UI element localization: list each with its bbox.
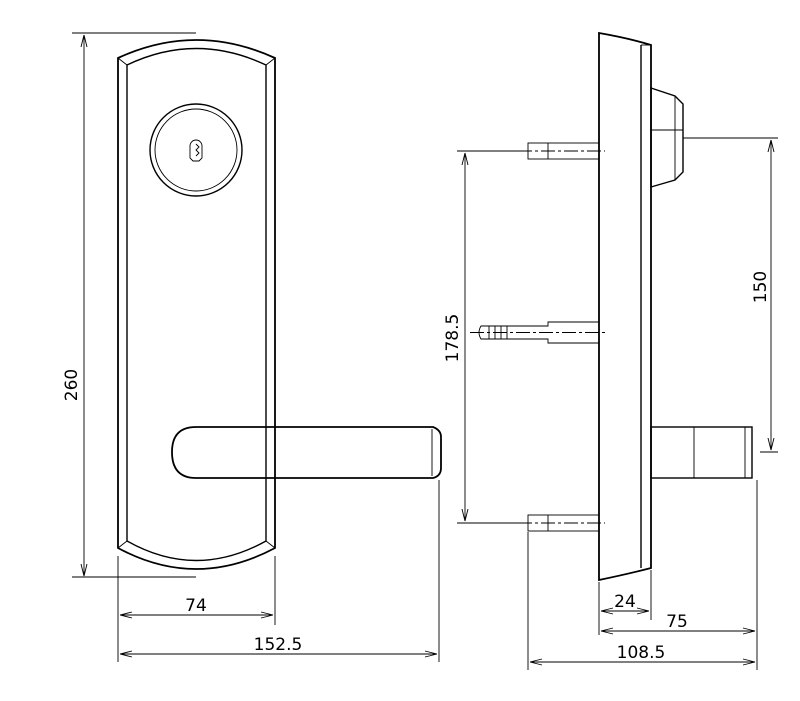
middle-spindle xyxy=(470,321,605,344)
dim-plate-width: 74 xyxy=(117,556,276,662)
escutcheon-plate-inner xyxy=(126,47,267,562)
bevel-corner-bl xyxy=(117,540,128,549)
dim-lever-offset-label: 150 xyxy=(751,271,771,303)
dim-height-label: 260 xyxy=(62,369,82,401)
dim-lever-offset: 150 xyxy=(683,137,778,453)
bevel-corner-tl xyxy=(117,57,128,66)
side-view: 178.5 150 24 75 xyxy=(443,31,778,670)
dim-plate-width-label: 74 xyxy=(185,596,207,616)
top-spindle xyxy=(518,142,605,160)
bevel-corner-br xyxy=(265,540,276,549)
lever-handle xyxy=(171,426,442,479)
dim-lever-projection-label: 75 xyxy=(666,612,688,632)
keyhole-icon xyxy=(189,139,203,162)
dim-overall-depth-label: 108.5 xyxy=(617,643,666,663)
dim-overall-width: 152.5 xyxy=(119,480,440,662)
dim-height: 260 xyxy=(62,32,196,578)
dim-spindle-span: 178.5 xyxy=(443,150,528,524)
side-lever xyxy=(650,426,753,479)
escutcheon-plate-outer xyxy=(117,39,276,570)
front-view: 260 74 152.5 xyxy=(62,32,442,662)
dim-spindle-span-label: 178.5 xyxy=(443,314,463,363)
dim-plate-thickness: 24 xyxy=(600,592,650,615)
dim-plate-thickness-label: 24 xyxy=(614,592,636,612)
dim-lever-projection: 75 xyxy=(600,612,756,635)
side-cylinder-housing xyxy=(650,87,684,188)
dim-overall-width-label: 152.5 xyxy=(254,635,303,655)
bevel-corner-tr xyxy=(265,57,276,66)
side-plate xyxy=(598,31,652,582)
key-cylinder xyxy=(149,103,243,197)
dim-overall-depth: 108.5 xyxy=(529,643,756,666)
bottom-spindle xyxy=(518,514,605,532)
